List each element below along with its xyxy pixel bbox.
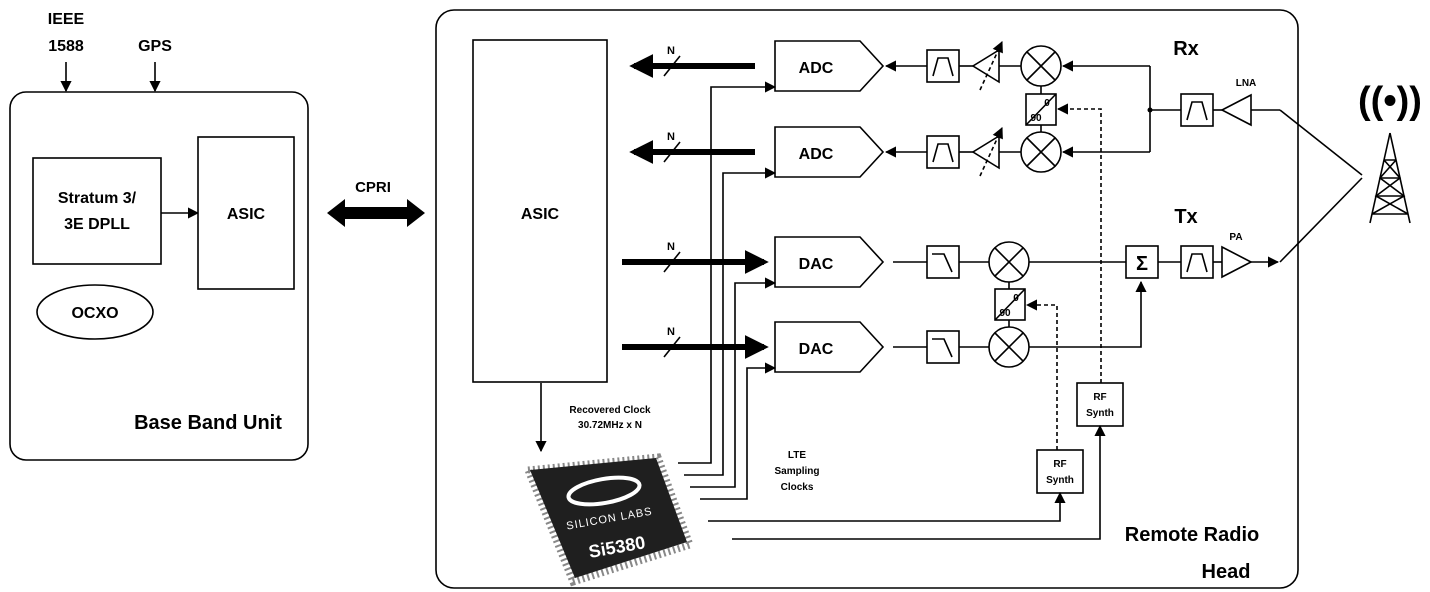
rf-synth-tx-label-line2: Synth: [1046, 475, 1074, 486]
rrh-title-line1: Remote Radio: [1125, 524, 1259, 546]
dac2-label: DAC: [799, 341, 834, 358]
rx-lo-dashed-line: [1056, 103, 1102, 383]
si5380-chip: SILICON LABS Si5380: [523, 453, 695, 587]
pa-amplifier: [1221, 245, 1253, 279]
rx2-vga-adjust: [979, 126, 1003, 177]
lte-clocks-label-line2: Sampling: [774, 466, 819, 477]
base-band-unit: IEEE 1588 GPS Stratum 3/ 3E DPLL ASIC OC…: [9, 11, 309, 461]
adc1-label: ADC: [799, 60, 834, 77]
recovered-clock-label-line2: 30.72MHz x N: [578, 420, 642, 431]
rx-phase-0: 0: [1044, 98, 1050, 109]
antenna: ((•)): [1251, 80, 1422, 263]
tx-bandpass-filter: [1180, 245, 1214, 279]
tx-label: Tx: [1174, 206, 1197, 228]
rf-synth-tx: [1036, 449, 1084, 494]
antenna-tx-feed-diag: [1279, 177, 1363, 263]
dac2-bus-width: N: [667, 326, 675, 338]
tx2-lowpass-filter: [926, 330, 960, 364]
adc2-bus-width: N: [667, 131, 675, 143]
tx-phase-90: 90: [999, 308, 1011, 319]
tower-icon: [1369, 132, 1411, 224]
tx-bandpass-symbol: [1186, 253, 1208, 273]
rx-phase-splitter-diag: [1025, 93, 1057, 126]
rx-phase-90: 90: [1030, 113, 1042, 124]
rrh-asic-block: [472, 39, 608, 383]
rf-synth-rx-label-line2: Synth: [1086, 408, 1114, 419]
clock-line-dac2: [700, 362, 777, 500]
dpll-label-line1: Stratum 3/: [58, 190, 137, 207]
clock-line-adc1: [678, 81, 777, 464]
pa-label: PA: [1229, 232, 1242, 243]
clock-line-dac1: [690, 277, 777, 488]
rx-bandpass-filter: [1180, 93, 1214, 127]
rrh-title-line2: Head: [1202, 561, 1251, 583]
rf-synth-rx-label-line1: RF: [1093, 392, 1106, 403]
dpll-label-line2: 3E DPLL: [64, 216, 130, 233]
clock-line-adc2: [684, 167, 777, 476]
dac1-bus-width: N: [667, 241, 675, 253]
dac1-label: DAC: [799, 256, 834, 273]
rf-synth-rx: [1076, 382, 1124, 427]
chip-body: [530, 458, 687, 578]
remote-radio-head: ASIC N N N N ADC ADC DAC DAC: [435, 9, 1299, 589]
ocxo-label: OCXO: [71, 305, 118, 322]
cpri-link: CPRI: [327, 179, 425, 227]
tx2-mixer-to-sum: [1029, 280, 1147, 348]
rx2-mixer-x: [1026, 137, 1056, 167]
cpri-label: CPRI: [355, 179, 391, 196]
silicon-labs-logo: [566, 475, 642, 507]
tx1-mixer-x: [994, 247, 1024, 277]
adc2-label: ADC: [799, 146, 834, 163]
cpri-double-arrow: [327, 199, 425, 227]
rx2-bandpass-symbol: [932, 143, 954, 163]
rx-label: Rx: [1173, 38, 1199, 60]
tx1-lowpass-symbol: [932, 253, 953, 273]
tx-phase-splitter-diag: [994, 288, 1026, 321]
rx2-bandpass-filter: [926, 135, 960, 169]
lna-label: LNA: [1236, 78, 1257, 89]
tx-phase-0: 0: [1013, 293, 1019, 304]
gps-label: GPS: [138, 38, 172, 55]
tx2-lowpass-symbol: [932, 338, 953, 358]
clock-line-rf-synth-rx: [732, 424, 1106, 540]
clock-line-rf-synth-tx: [708, 491, 1066, 522]
dac2-bus-slash: [663, 336, 681, 358]
adc1-bus-width: N: [667, 45, 675, 57]
adc2-bus-slash: [663, 141, 681, 163]
dpll-block: [32, 157, 162, 265]
bbu-asic-block: [197, 136, 295, 290]
lte-clocks-label-line3: Clocks: [781, 482, 814, 493]
ocxo-block: [36, 284, 154, 340]
antenna-rx-feed-diag: [1279, 109, 1363, 176]
dac1-bus-slash: [663, 251, 681, 273]
rf-synth-tx-label-line1: RF: [1053, 459, 1066, 470]
tx2-mixer-x: [994, 332, 1024, 362]
rx1-mixer-x: [1026, 51, 1056, 81]
ieee-1588-label-line2: 1588: [48, 38, 84, 55]
adc1-bus-slash: [663, 55, 681, 77]
rx-bandpass-symbol: [1186, 101, 1208, 121]
rx1-bandpass-symbol: [932, 57, 954, 77]
tx-summer-symbol: Σ: [1136, 253, 1148, 275]
rrh-asic-label: ASIC: [521, 206, 560, 223]
bbu-title: Base Band Unit: [134, 412, 282, 434]
tx-summer: [1125, 245, 1159, 279]
rx1-vga-adjust: [979, 40, 1003, 91]
ieee-1588-label-line1: IEEE: [48, 11, 85, 28]
recovered-clock-label-line1: Recovered Clock: [569, 405, 651, 416]
tx1-lowpass-filter: [926, 245, 960, 279]
lte-clocks-label-line1: LTE: [788, 450, 806, 461]
bbu-asic-label: ASIC: [227, 206, 266, 223]
rx1-bandpass-filter: [926, 49, 960, 83]
tx-lo-dashed-line: [1025, 299, 1058, 450]
antenna-waves-icon: ((•)): [1358, 80, 1422, 122]
